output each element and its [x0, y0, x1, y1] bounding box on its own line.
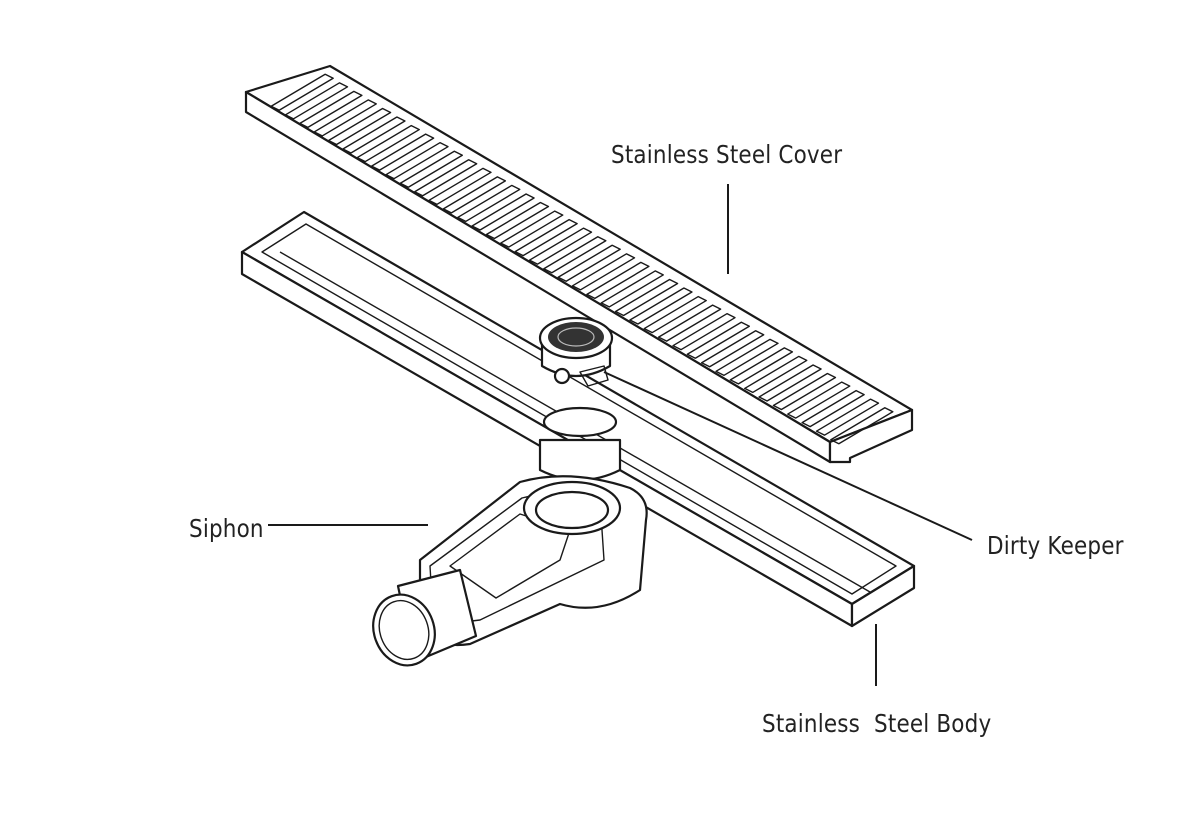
label-stainless-steel-body: Stainless Steel Body	[762, 709, 992, 738]
cover-slot	[787, 381, 851, 419]
cover-end-face	[828, 408, 914, 464]
cover-slot	[557, 244, 621, 282]
dirty-keeper	[538, 316, 614, 387]
cover-slot	[399, 150, 464, 188]
cover-slot	[356, 124, 420, 163]
cover-slot	[313, 99, 377, 137]
cover-slot	[815, 398, 880, 436]
keeper-mesh	[548, 322, 604, 352]
body-inner-rim	[261, 223, 897, 595]
cover-slot	[327, 107, 392, 146]
cover-slot	[514, 218, 578, 257]
cover-slot	[729, 347, 794, 385]
cover-slots	[270, 73, 894, 445]
cover-slot	[299, 90, 363, 129]
body-drain-hole	[542, 406, 618, 438]
cover-slot	[428, 167, 492, 206]
cover-slot	[485, 201, 550, 240]
siphon-upper-tube	[538, 438, 622, 482]
cover-slot	[284, 82, 349, 120]
cover-slot	[715, 338, 779, 377]
label-stainless-steel-cover: Stainless Steel Cover	[611, 140, 843, 169]
cover-slot	[543, 236, 607, 274]
cover-slot	[758, 364, 822, 402]
siphon-outlet-inner	[534, 490, 610, 530]
body-end-wall	[850, 564, 916, 628]
keeper-handle	[553, 367, 571, 385]
siphon-lid-facet	[449, 513, 571, 599]
cover-slot	[270, 73, 334, 111]
cover-slot	[801, 389, 865, 428]
cover-slot	[700, 330, 765, 368]
cover-slot	[471, 193, 535, 231]
cover-slot	[686, 321, 751, 359]
cover-slot	[614, 278, 679, 317]
cover-slot	[500, 210, 564, 248]
siphon-pipe-end	[372, 593, 436, 667]
cover-slot	[772, 372, 837, 411]
leader-keeper	[603, 371, 973, 541]
siphon-pipe-end-inner	[378, 599, 430, 661]
cover-slot	[571, 253, 636, 291]
cover-slot	[657, 304, 722, 342]
cover-slot	[629, 287, 693, 325]
cover-slot	[830, 407, 894, 445]
siphon	[372, 438, 648, 667]
cover-slot	[586, 261, 650, 300]
cover-slot	[342, 116, 406, 154]
cover-slot	[744, 355, 808, 394]
label-dirty-keeper: Dirty Keeper	[987, 531, 1124, 560]
cover-slot	[672, 312, 736, 351]
cover-slot	[370, 133, 435, 171]
cover-slot	[385, 141, 449, 180]
label-siphon: Siphon	[189, 514, 264, 543]
cover-slot	[442, 176, 507, 214]
keeper-tab	[579, 365, 609, 387]
keeper-mesh-ring	[557, 327, 595, 347]
cover-slot	[457, 184, 521, 223]
cover-slot	[643, 295, 707, 334]
cover-slot	[528, 227, 593, 265]
stainless-steel-cover	[244, 64, 914, 464]
cover-slot	[413, 159, 478, 197]
cover-slot	[600, 270, 664, 308]
